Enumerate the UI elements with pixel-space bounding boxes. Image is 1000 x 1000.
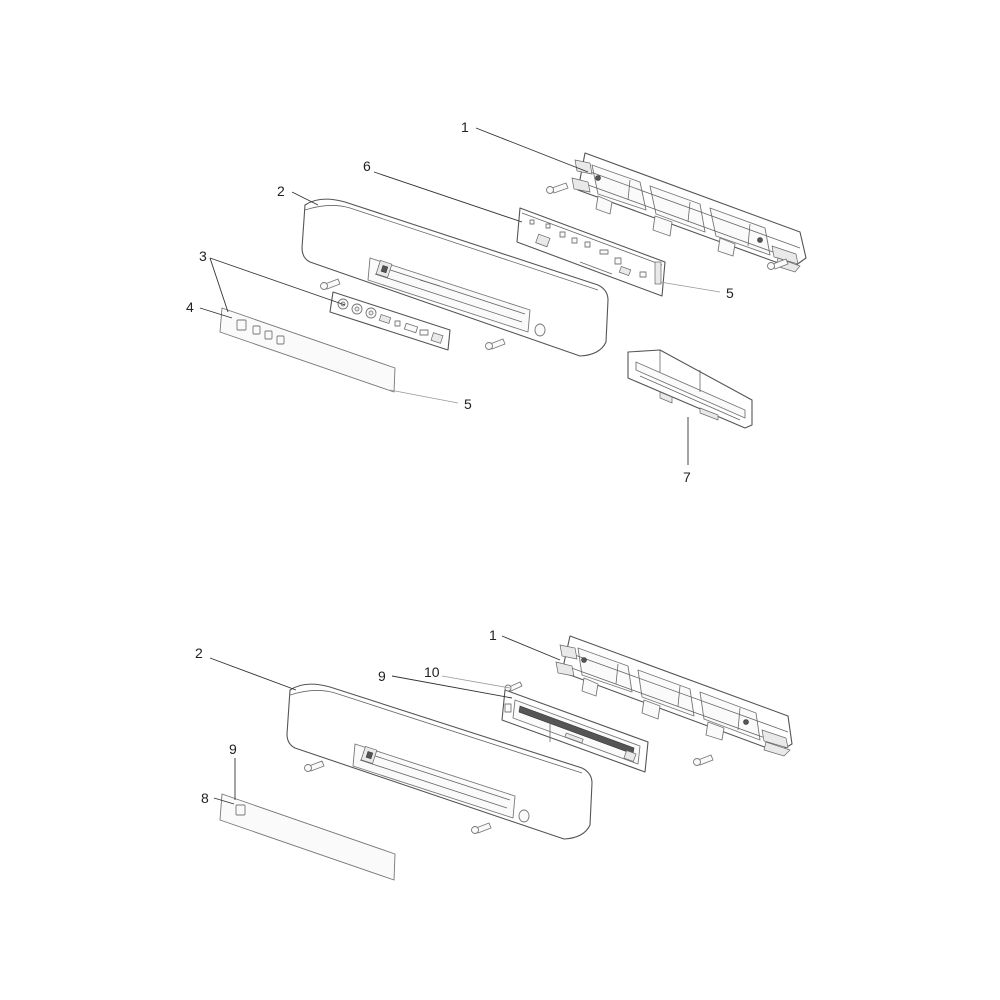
- top-leader-lines: [199, 127, 721, 465]
- part-7-side-bracket: [627, 349, 753, 429]
- callout-1: 1: [489, 627, 497, 643]
- screw: [471, 822, 492, 834]
- callout-2: 2: [277, 183, 285, 199]
- screw: [485, 338, 506, 350]
- callout-9: 9: [229, 741, 237, 757]
- callout-5: 5: [464, 396, 472, 412]
- screw: [304, 760, 325, 772]
- callout-3: 3: [199, 248, 207, 264]
- screw: [320, 278, 341, 290]
- part-2-front-panel: [286, 683, 593, 840]
- callout-1: 1: [461, 119, 469, 135]
- top-assembly: 1 6 2 3 4 5 5 7: [186, 119, 807, 485]
- bottom-callouts: 1 2 9 10 9 8: [195, 627, 497, 806]
- part-10-display-module: [501, 689, 649, 773]
- screw: [693, 754, 714, 766]
- part-2-front-panel: [301, 198, 609, 357]
- callout-8: 8: [201, 790, 209, 806]
- callout-2: 2: [195, 645, 203, 661]
- screw: [546, 182, 569, 194]
- part-1-bracket: [571, 152, 807, 273]
- screw: [504, 681, 523, 692]
- part-6-circuit-board: [516, 207, 666, 297]
- part-4-overlay-strip: [219, 307, 396, 393]
- bottom-leader-lines: [209, 635, 561, 805]
- callout-5: 5: [726, 285, 734, 301]
- bottom-assembly: 1 2 9 10 9 8: [195, 627, 793, 881]
- top-callouts: 1 6 2 3 4 5 5 7: [186, 119, 734, 485]
- callout-9: 9: [378, 668, 386, 684]
- callout-10: 10: [424, 664, 440, 680]
- screw: [767, 258, 789, 270]
- callout-6: 6: [363, 158, 371, 174]
- callout-4: 4: [186, 299, 194, 315]
- part-3-control-board: [329, 291, 451, 351]
- part-8-overlay-strip: [219, 793, 396, 881]
- callout-7: 7: [683, 469, 691, 485]
- part-1-bracket: [555, 635, 793, 757]
